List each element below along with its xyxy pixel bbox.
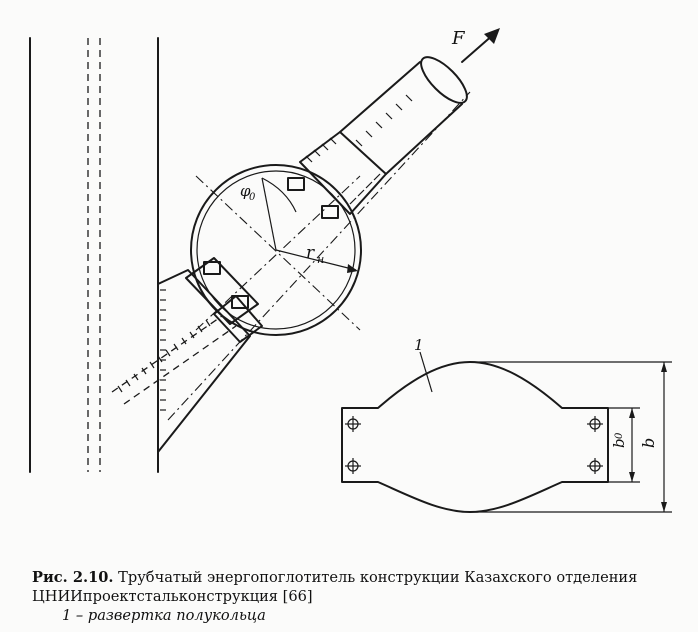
caption-number: Рис. 2.10. xyxy=(32,569,114,586)
force-label: F xyxy=(451,28,466,49)
angle-marker: φ 0 xyxy=(240,177,297,251)
tubular-ring xyxy=(190,164,362,336)
radius-dimension: r н xyxy=(275,243,358,273)
part-callout: 1 xyxy=(414,336,424,354)
gusset-plate xyxy=(157,269,251,472)
figure-caption: Рис. 2.10. Трубчатый энергопоглотитель к… xyxy=(32,568,672,625)
width-dimensions: b 0 b xyxy=(470,361,672,513)
caption-legend: 1 – развертка полукольца xyxy=(62,607,266,624)
width-outer-label: b xyxy=(639,438,658,448)
angle-label: φ xyxy=(240,182,251,200)
width-inner-label: b xyxy=(610,438,628,448)
outgoing-pipe xyxy=(339,56,468,175)
radius-label: r xyxy=(306,243,315,263)
lower-clamp xyxy=(185,257,263,343)
force-arrow: F xyxy=(451,28,500,63)
width-inner-subscript: 0 xyxy=(614,432,625,439)
radius-subscript: н xyxy=(317,253,324,266)
rod-axis xyxy=(167,91,471,421)
lower-rod-hidden xyxy=(111,315,237,405)
column xyxy=(29,37,159,473)
angle-subscript: 0 xyxy=(249,192,256,203)
upper-clamp xyxy=(287,131,387,219)
caption-title: Трубчатый энергопоглотитель конструкции … xyxy=(32,569,638,605)
